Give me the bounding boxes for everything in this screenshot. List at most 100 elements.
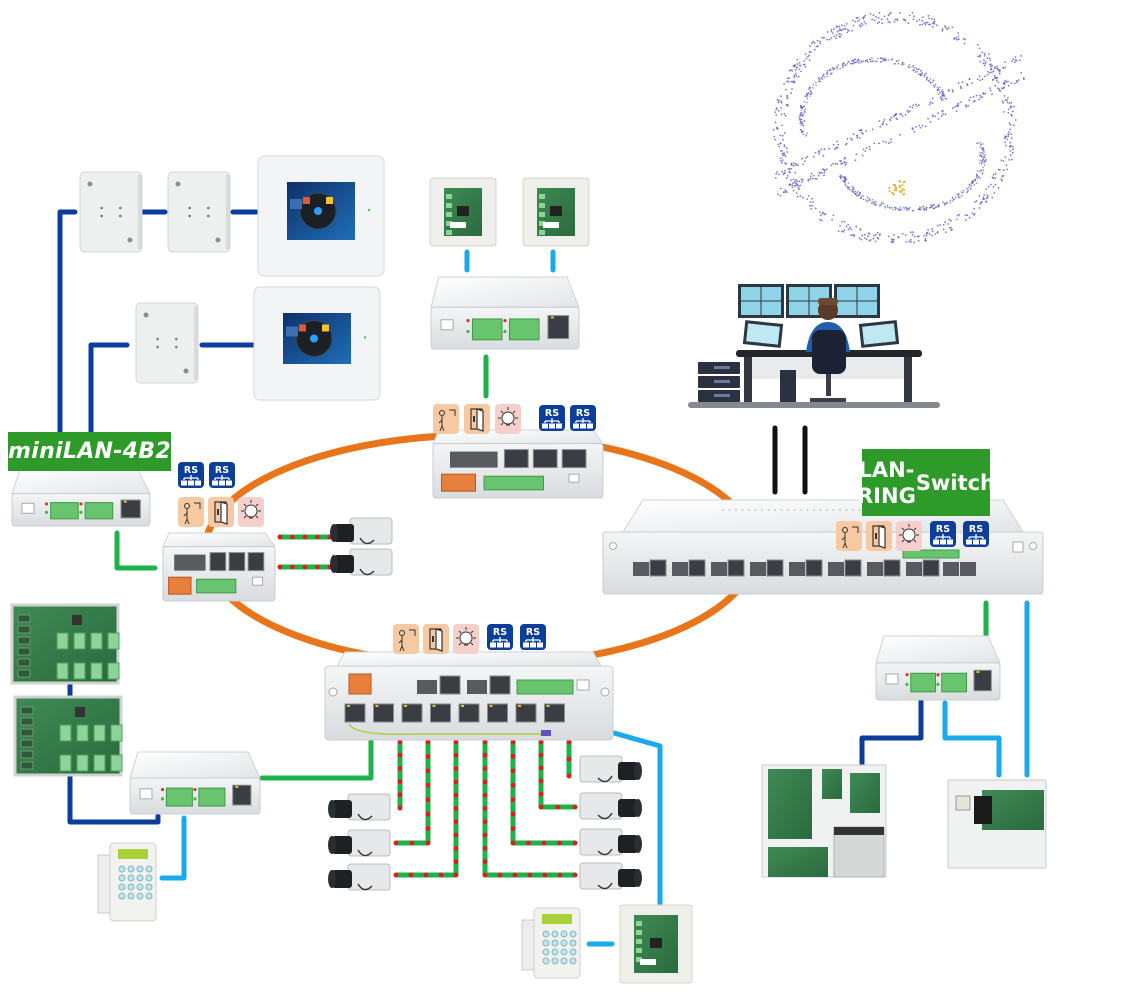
usb-port: [1012, 541, 1024, 553]
globe-dot: [783, 153, 786, 156]
globe-dot: [797, 164, 799, 167]
vent-hole: [761, 509, 763, 511]
rs-badge-node: [212, 480, 218, 486]
poe-dot: [302, 564, 308, 570]
uplink-lines: [772, 425, 808, 495]
keypad-key: [569, 930, 577, 938]
globe-dot: [984, 62, 986, 65]
sfp-cage: [906, 562, 922, 576]
globe-dot: [941, 96, 943, 98]
globe-dot: [779, 187, 782, 190]
globe-dot: [796, 63, 799, 65]
globe-dot: [836, 30, 839, 33]
globe-dot: [1011, 110, 1014, 113]
globe-dot: [972, 101, 975, 103]
globe-dot: [905, 209, 908, 211]
globe-dot: [880, 204, 882, 206]
person-body: [438, 409, 456, 432]
globe-dot: [951, 90, 954, 93]
globe-dot: [780, 101, 783, 104]
globe-dot: [780, 160, 782, 163]
globe-dot: [799, 119, 801, 121]
panel-pcb: [982, 790, 1044, 830]
globe-dot: [934, 83, 937, 86]
light-bulb-icon: [896, 521, 922, 551]
globe-dot: [881, 57, 883, 59]
globe-dot: [855, 61, 857, 64]
globe-dot: [982, 156, 985, 158]
ip-camera: [579, 792, 642, 820]
poe-dot: [510, 739, 516, 745]
globe-dot-accent: [899, 186, 902, 189]
globe-dot: [851, 189, 853, 191]
globe-dot: [966, 83, 968, 85]
globe-dot: [810, 208, 812, 210]
globe-dot: [1005, 164, 1008, 167]
poe-dot: [538, 778, 544, 784]
globe-dot: [814, 207, 817, 210]
globe-dot: [926, 21, 929, 24]
rs-badge-node: [587, 423, 593, 429]
globe-dot: [981, 172, 984, 174]
globe-dot: [841, 176, 844, 178]
globe-dot: [775, 114, 778, 116]
server-led: [714, 380, 730, 383]
globe-dot: [847, 223, 850, 226]
globe-dot: [903, 206, 905, 209]
power-terminal: [168, 576, 192, 595]
globe-dot: [812, 87, 814, 89]
globe-dot: [899, 208, 901, 210]
globe-dot: [1004, 66, 1007, 69]
globe-dot: [830, 28, 833, 31]
globe-dot: [852, 24, 855, 27]
globe-dot: [903, 208, 906, 210]
globe-dot: [1007, 112, 1010, 114]
door-handle: [217, 509, 219, 515]
globe-dot: [1007, 97, 1009, 99]
globe-dot: [989, 65, 992, 68]
screen-app-icon: [303, 197, 310, 204]
globe-dot: [844, 27, 847, 30]
globe-dot: [925, 234, 928, 237]
globe-dot: [814, 151, 817, 154]
globe-dot: [931, 228, 934, 230]
globe-dot: [960, 191, 963, 193]
rj45-port: [547, 315, 570, 340]
globe-dot: [782, 191, 785, 194]
globe-dot: [794, 64, 797, 67]
globe-dot: [774, 138, 776, 141]
rj45-led: [546, 705, 550, 707]
keypad-key: [569, 957, 577, 965]
door-handle: [875, 533, 877, 539]
globe-dot: [982, 166, 984, 169]
touch-panel: [253, 286, 381, 401]
sfp-cage: [417, 680, 437, 694]
camera-lens-front: [634, 835, 642, 853]
globe-dot: [791, 69, 794, 72]
globe-dot: [785, 147, 788, 150]
expander-module: [79, 171, 143, 253]
globe-dot: [794, 72, 797, 75]
rj45-led: [550, 316, 554, 319]
camera-lens: [618, 869, 638, 887]
rj45-port: [430, 703, 451, 723]
rs-badge-node: [542, 423, 548, 429]
keypad-key: [127, 865, 135, 873]
globe-dot: [925, 72, 927, 74]
globe-dot: [980, 143, 982, 145]
globe-dot: [806, 132, 809, 134]
poe-dot: [453, 859, 459, 865]
globe-dot: [776, 171, 778, 173]
module-terminal: [539, 212, 545, 217]
ip-camera: [328, 863, 391, 891]
globe-dot: [822, 212, 824, 215]
globe-dot: [1007, 135, 1010, 138]
globe-dot: [856, 20, 859, 23]
globe-dot: [864, 233, 866, 236]
globe-dot-accent: [903, 189, 906, 192]
pcb-component: [20, 717, 34, 726]
globe-dot: [852, 60, 854, 63]
globe-dot: [811, 177, 814, 180]
globe-dot: [818, 151, 821, 153]
camera-body: [347, 863, 391, 891]
